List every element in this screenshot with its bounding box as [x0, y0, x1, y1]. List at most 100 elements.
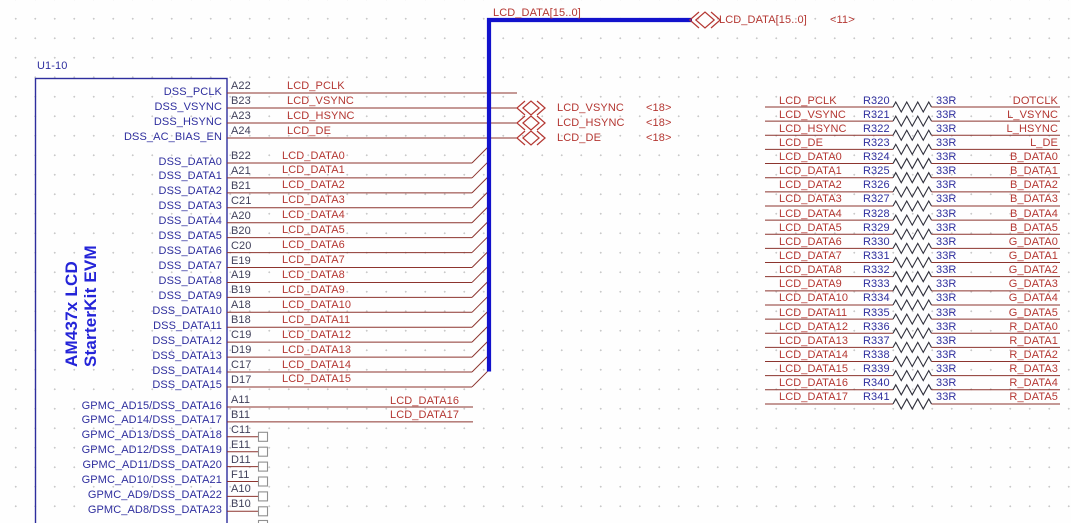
net-label[interactable]: LCD_VSYNC [779, 108, 846, 121]
net-label[interactable]: LCD_DATA14 [282, 358, 352, 371]
net-label[interactable]: R_DATA1 [1009, 334, 1058, 347]
resistor-refdes[interactable]: R337 [863, 334, 890, 347]
net-label[interactable]: LCD_DATA17 [779, 391, 849, 404]
resistor-refdes[interactable]: R329 [863, 221, 890, 234]
net-label[interactable]: LCD_DATA3 [779, 193, 842, 206]
net-label[interactable]: LCD_DATA10 [282, 298, 352, 311]
pin-number: A19 [231, 269, 251, 282]
net-label[interactable]: R_DATA5 [1009, 391, 1058, 404]
net-label[interactable]: LCD_DATA0 [779, 151, 842, 164]
pin-name-label: DSS_DATA9 [158, 289, 222, 302]
net-label[interactable]: LCD_DATA12 [282, 328, 352, 341]
net-label[interactable]: LCD_DATA16 [779, 377, 849, 390]
resistor-refdes[interactable]: R320 [863, 94, 890, 107]
net-label[interactable]: B_DATA4 [1010, 207, 1058, 220]
resistor-refdes[interactable]: R323 [863, 136, 890, 149]
net-label[interactable]: LCD_DATA14 [779, 349, 849, 362]
resistor-refdes[interactable]: R335 [863, 306, 890, 319]
resistor-refdes[interactable]: R339 [863, 363, 890, 376]
net-label[interactable]: LCD_HSYNC [287, 109, 355, 122]
net-label[interactable]: LCD_DATA13 [282, 343, 352, 356]
resistor-refdes[interactable]: R333 [863, 278, 890, 291]
resistor-refdes[interactable]: R321 [863, 108, 890, 121]
net-label[interactable]: B_DATA0 [1010, 151, 1058, 164]
bus-net-label[interactable]: LCD_DATA[15..0] [493, 7, 581, 19]
net-label[interactable]: G_DATA5 [1008, 306, 1058, 319]
net-label[interactable]: LCD_DATA11 [282, 313, 351, 326]
net-label[interactable]: LCD_DATA1 [282, 164, 345, 177]
resistor-refdes[interactable]: R326 [863, 179, 890, 192]
net-label[interactable]: LCD_DE [287, 124, 332, 137]
net-label[interactable]: LCD_DATA13 [779, 334, 849, 347]
net-label[interactable]: LCD_DATA2 [282, 179, 345, 192]
offpage-net-label[interactable]: LCD_HSYNC [557, 116, 625, 129]
net-label[interactable]: LCD_DATA15 [779, 363, 849, 376]
net-label[interactable]: LCD_DATA11 [779, 306, 848, 319]
net-label[interactable]: LCD_DATA6 [779, 235, 842, 248]
net-label[interactable]: LCD_DATA1 [779, 165, 842, 178]
resistor-refdes[interactable]: R331 [863, 250, 890, 263]
resistor-refdes[interactable]: R324 [863, 151, 890, 164]
pin-name-label: GPMC_AD8/DSS_DATA23 [87, 503, 222, 516]
net-label[interactable]: G_DATA1 [1008, 250, 1058, 263]
resistor-refdes[interactable]: R340 [863, 377, 890, 390]
pin-number: F11 [231, 468, 250, 481]
net-label[interactable]: L_VSYNC [1007, 108, 1058, 121]
resistor-refdes[interactable]: R325 [863, 165, 890, 178]
resistor-refdes[interactable]: R338 [863, 349, 890, 362]
net-label[interactable]: LCD_DATA0 [282, 149, 345, 162]
net-label[interactable]: LCD_DATA17 [390, 409, 460, 422]
resistor-refdes[interactable]: R322 [863, 122, 890, 135]
net-label[interactable]: LCD_DATA16 [390, 394, 460, 407]
net-label[interactable]: LCD_DATA8 [282, 268, 345, 281]
resistor-refdes[interactable]: R341 [863, 391, 890, 404]
net-label[interactable]: G_DATA4 [1008, 292, 1058, 305]
offpage-net-label[interactable]: LCD_VSYNC [557, 101, 624, 114]
net-label[interactable]: R_DATA2 [1009, 349, 1058, 362]
net-label[interactable]: LCD_PCLK [287, 79, 345, 92]
net-label[interactable]: R_DATA4 [1009, 377, 1058, 390]
pin-number: B11 [231, 408, 251, 421]
resistor-refdes[interactable]: R332 [863, 264, 890, 277]
net-label[interactable]: DOTCLK [1012, 94, 1058, 107]
net-label[interactable]: LCD_PCLK [779, 94, 837, 107]
net-label[interactable]: R_DATA0 [1009, 320, 1058, 333]
net-label[interactable]: LCD_DATA5 [779, 221, 842, 234]
net-label[interactable]: LCD_DATA6 [282, 239, 345, 252]
net-label[interactable]: LCD_DATA9 [779, 278, 842, 291]
net-label[interactable]: LCD_DATA8 [779, 264, 842, 277]
resistor-refdes[interactable]: R336 [863, 320, 890, 333]
net-label[interactable]: LCD_DATA12 [779, 320, 849, 333]
net-label[interactable]: LCD_DATA2 [779, 179, 842, 192]
net-label[interactable]: LCD_DATA4 [779, 207, 842, 220]
net-label[interactable]: B_DATA1 [1010, 165, 1058, 178]
net-label[interactable]: R_DATA3 [1009, 363, 1058, 376]
net-label[interactable]: G_DATA2 [1008, 264, 1058, 277]
resistor-refdes[interactable]: R328 [863, 207, 890, 220]
bus-offpage-label[interactable]: LCD_DATA[15..0] [719, 14, 807, 26]
net-label[interactable]: LCD_DATA7 [779, 250, 842, 263]
net-label[interactable]: G_DATA0 [1008, 235, 1058, 248]
net-label[interactable]: LCD_DATA9 [282, 283, 345, 296]
net-label[interactable]: L_DE [1030, 136, 1058, 149]
pin-number: E19 [231, 254, 251, 267]
component-refdes[interactable]: U1-10 [37, 60, 68, 72]
offpage-net-label[interactable]: LCD_DE [557, 131, 602, 144]
net-label[interactable]: G_DATA3 [1008, 278, 1058, 291]
net-label[interactable]: B_DATA2 [1010, 179, 1058, 192]
net-label[interactable]: LCD_DATA7 [282, 254, 345, 266]
net-label[interactable]: B_DATA3 [1010, 193, 1058, 206]
resistor-refdes[interactable]: R334 [863, 292, 890, 305]
net-label[interactable]: LCD_VSYNC [287, 94, 354, 107]
net-label[interactable]: LCD_DATA5 [282, 224, 345, 237]
net-label[interactable]: LCD_DATA15 [282, 373, 352, 386]
net-label[interactable]: LCD_HSYNC [779, 122, 847, 135]
net-label[interactable]: L_HSYNC [1006, 122, 1058, 135]
resistor-refdes[interactable]: R330 [863, 235, 890, 248]
net-label[interactable]: B_DATA5 [1010, 221, 1058, 234]
resistor-refdes[interactable]: R327 [863, 193, 890, 206]
net-label[interactable]: LCD_DATA3 [282, 194, 345, 207]
net-label[interactable]: LCD_DATA10 [779, 292, 849, 305]
net-label[interactable]: LCD_DE [779, 136, 824, 149]
net-label[interactable]: LCD_DATA4 [282, 209, 345, 222]
